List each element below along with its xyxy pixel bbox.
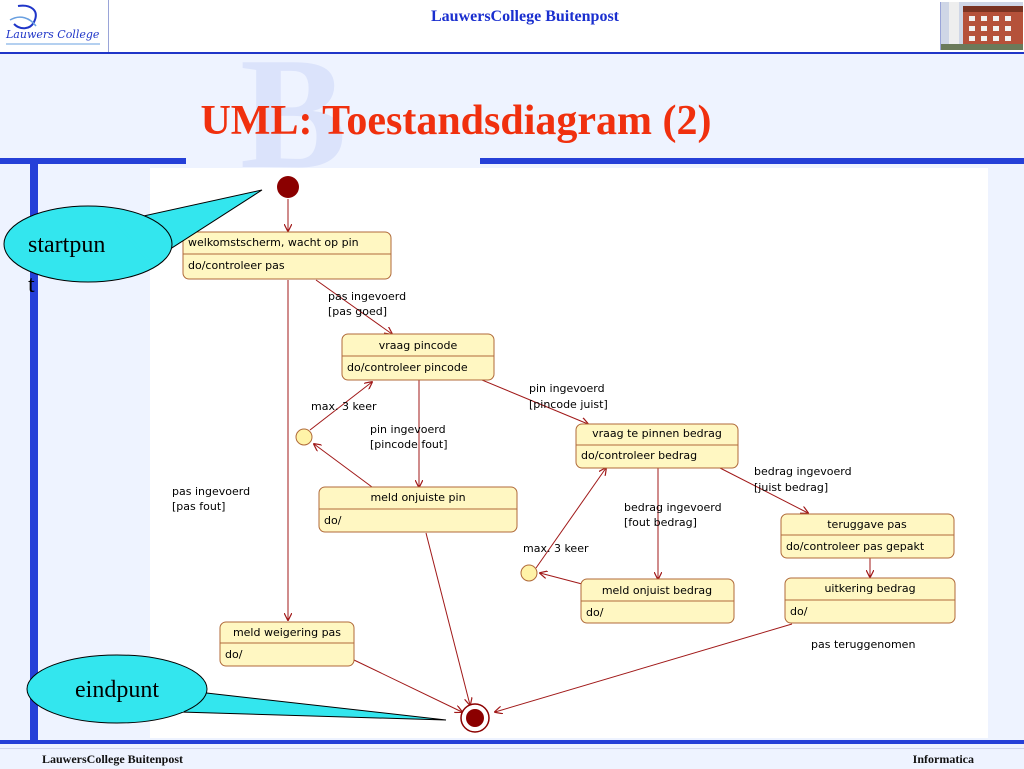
state-teruggave-activity: do/controleer pas gepakt — [786, 540, 925, 553]
transition-bedrag-juist — [719, 467, 808, 513]
divider-bottom — [0, 740, 1024, 744]
state-uitkering-name: uitkering bedrag — [824, 582, 915, 595]
label-pin-fout-event: pin ingevoerd — [370, 423, 446, 436]
state-onjuist-bedrag-activity: do/ — [586, 606, 604, 619]
label-bedrag-juist-event: bedrag ingevoerd — [754, 465, 852, 478]
state-teruggave — [780, 513, 955, 559]
transition-pas-terug — [495, 623, 793, 712]
footer-subject: Informatica — [912, 752, 974, 766]
footer-bar: LauwersCollege Buitenpost Informatica — [0, 748, 1024, 769]
state-welkom-activity: do/controleer pas — [188, 259, 285, 272]
transition-labels: pas ingevoerd [pas goed] pin ingevoerd [… — [172, 290, 915, 651]
state-vraag-pincode — [341, 333, 495, 381]
label-pas-fout-guard: [pas fout] — [172, 500, 225, 513]
label-pas-goed-guard: [pas goed] — [328, 305, 387, 318]
label-pas-fout-event: pas ingevoerd — [172, 485, 250, 498]
state-weigering — [219, 621, 355, 667]
college-logo: Lauwers College — [0, 0, 109, 52]
choice-node-bedrag — [520, 564, 538, 582]
divider-top — [0, 158, 186, 164]
state-onjuiste-pin-name: meld onjuiste pin — [370, 491, 465, 504]
choice-node-pin — [295, 428, 313, 446]
state-vraag-bedrag — [575, 423, 739, 469]
label-bedrag-fout-guard: [fout bedrag] — [624, 516, 697, 529]
label-max-pin: max. 3 keer — [311, 400, 377, 413]
logo-text: Lauwers College — [5, 28, 100, 41]
transition-to-choice-bedrag — [540, 573, 583, 585]
divider-top-right — [480, 158, 1024, 164]
callout-end-text: eindpunt — [75, 677, 159, 703]
building-photo — [940, 2, 1023, 50]
transition-pin-juist — [481, 379, 588, 424]
states — [182, 231, 956, 667]
state-welkom-name: welkomstscherm, wacht op pin — [188, 236, 359, 249]
footer-school: LauwersCollege Buitenpost — [42, 752, 183, 766]
label-pas-goed-event: pas ingevoerd — [328, 290, 406, 303]
transition-to-choice-pin — [314, 444, 373, 488]
state-welkom — [182, 231, 392, 280]
transition-retry-bedrag — [535, 468, 606, 569]
initial-node — [277, 176, 299, 198]
background-watermark: B — [240, 24, 347, 202]
label-bedrag-juist-guard: [juist bedrag] — [754, 481, 828, 494]
callout-end: eindpunt — [26, 654, 447, 724]
callout-start-text-wrap: t — [28, 272, 35, 298]
divider-left — [30, 164, 38, 742]
transition-retry-pin — [309, 382, 372, 431]
state-weigering-name: meld weigering pas — [233, 626, 341, 639]
label-pin-fout-guard: [pincode fout] — [370, 438, 448, 451]
state-vraag-pincode-activity: do/controleer pincode — [347, 361, 468, 374]
header-bar: Lauwers College LauwersCollege Buitenpos… — [0, 0, 1024, 54]
transition-pin-end — [425, 532, 470, 705]
header-title: LauwersCollege Buitenpost — [431, 8, 619, 25]
transitions — [288, 199, 870, 712]
transition-pas-goed — [315, 279, 392, 334]
state-onjuiste-pin-activity: do/ — [324, 514, 342, 527]
logo-graphic: Lauwers College — [5, 4, 100, 45]
state-vraag-pincode-name: vraag pincode — [379, 339, 458, 352]
state-weigering-activity: do/ — [225, 648, 243, 661]
label-pin-juist-event: pin ingevoerd — [529, 382, 605, 395]
transition-weigering-end — [353, 659, 462, 712]
label-pin-juist-guard: [pincode juist] — [529, 398, 608, 411]
state-labels: welkomstscherm, wacht op pin do/controle… — [188, 236, 925, 661]
final-node-dot — [466, 709, 484, 727]
state-onjuist-bedrag-name: meld onjuist bedrag — [602, 584, 712, 597]
state-vraag-bedrag-activity: do/controleer bedrag — [581, 449, 697, 462]
label-pas-terug: pas teruggenomen — [811, 638, 915, 651]
callout-start-text: startpun — [28, 232, 105, 258]
state-vraag-bedrag-name: vraag te pinnen bedrag — [592, 427, 722, 440]
label-bedrag-fout-event: bedrag ingevoerd — [624, 501, 722, 514]
label-max-bedrag: max. 3 keer — [523, 542, 589, 555]
state-teruggave-name: teruggave pas — [827, 518, 907, 531]
callout-start: startpun t — [3, 189, 263, 298]
state-uitkering-activity: do/ — [790, 605, 808, 618]
slide-title: UML: Toestandsdiagram (2) — [200, 98, 712, 144]
